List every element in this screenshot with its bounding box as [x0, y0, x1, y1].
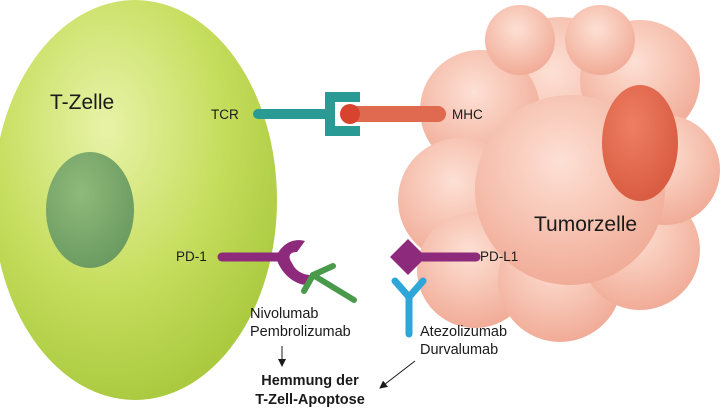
- t-cell-label: T-Zelle: [50, 91, 115, 114]
- pdl1-drugs-label: Atezolizumab Durvalumab: [420, 323, 507, 359]
- drug-nivolumab: Nivolumab: [250, 306, 319, 322]
- mhc-molecule: [340, 104, 446, 124]
- drug-durvalumab: Durvalumab: [420, 342, 499, 358]
- pd1-label: PD-1: [176, 249, 207, 264]
- tumor-cell-label: Tumorzelle: [534, 213, 638, 236]
- pdl1-label: PD-L1: [480, 249, 519, 264]
- result-line-1: Hemmung der: [261, 373, 359, 389]
- drug-pembrolizumab: Pembrolizumab: [250, 324, 351, 340]
- result-label: Hemmung der T-Zell-Apoptose: [235, 372, 385, 410]
- pdl1-ligand: [390, 239, 481, 275]
- tcr-label: TCR: [211, 107, 239, 122]
- t-cell-body: [0, 0, 277, 400]
- pd1-drugs-label: Nivolumab Pembrolizumab: [250, 305, 351, 341]
- tumor-cell-body: [398, 5, 720, 342]
- anti-pd1-antibody: [301, 263, 357, 303]
- result-line-2: T-Zell-Apoptose: [255, 392, 365, 408]
- pd1-receptor: [217, 240, 311, 285]
- mhc-label: MHC: [452, 107, 483, 122]
- tcr-receptor: [253, 92, 360, 136]
- drug-atezolizumab: Atezolizumab: [420, 324, 508, 340]
- tumor-cell-nucleus: [602, 85, 678, 201]
- arrow-from-pdl1-drugs: [379, 360, 416, 389]
- anti-pdl1-antibody: [391, 277, 427, 338]
- t-cell-nucleus: [46, 152, 134, 268]
